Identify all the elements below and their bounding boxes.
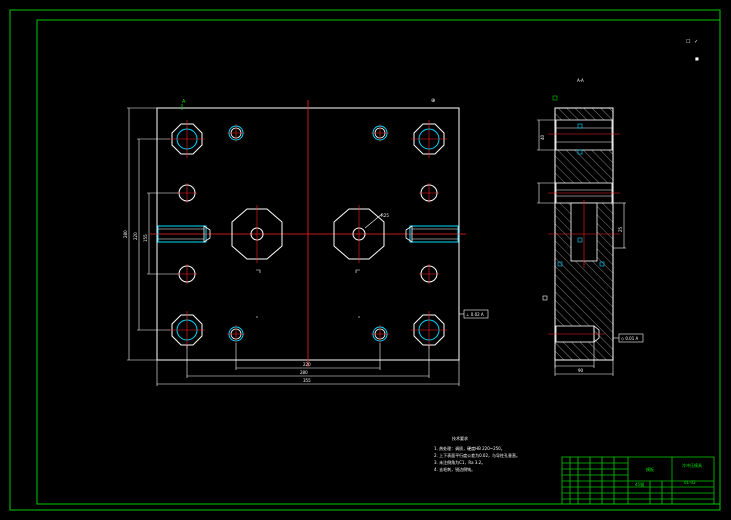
guide-hole-top-right xyxy=(411,120,447,158)
svg-text:■: ■ xyxy=(695,56,699,61)
svg-text:⊥ 0.02 A: ⊥ 0.02 A xyxy=(466,312,484,317)
guide-hole-top-left xyxy=(169,120,205,158)
side-hole-left xyxy=(157,225,211,243)
notes-line-1: 1. 热处理：调质，硬度HB 220~250。 xyxy=(434,445,505,451)
title-part-name: 模板 xyxy=(646,466,654,472)
roughness-symbol: ☐ ✓ ■ xyxy=(686,39,699,61)
horizontal-dimensions xyxy=(156,343,460,386)
screw-hole-4 xyxy=(419,264,439,284)
dim-total-width: 355 xyxy=(303,378,311,383)
side-hole-right xyxy=(405,225,459,243)
notes-line-3: 3. 未注倒角为C1，Ra 3.2。 xyxy=(434,459,485,465)
inner-frame xyxy=(36,19,721,505)
front-view: A ⊕ xyxy=(123,98,489,386)
dim-section-bottom: 90 xyxy=(578,368,584,373)
pin-hole-2 xyxy=(371,124,389,142)
title-block xyxy=(561,456,715,505)
cut-marker-a: A xyxy=(182,99,186,105)
pin-hole-3 xyxy=(227,325,245,343)
dim-inner-width: 280 xyxy=(300,370,308,375)
svg-text:✓: ✓ xyxy=(694,39,698,45)
vertical-dimensions xyxy=(127,107,178,361)
title-material: 45钢 xyxy=(635,481,644,487)
pin-hole-1 xyxy=(227,124,245,142)
punch-hole-right: R25 xyxy=(333,205,389,263)
dim-height-outer: 280 xyxy=(123,230,128,238)
dim-section-thickness: 40 xyxy=(540,134,545,140)
svg-text:◇ 0.01 A: ◇ 0.01 A xyxy=(621,336,639,341)
guide-hole-bottom-right xyxy=(411,311,447,349)
notes-line-4: 4. 去毛刺，锐边倒钝。 xyxy=(434,466,475,472)
svg-text:☐: ☐ xyxy=(686,39,690,45)
screw-hole-2 xyxy=(419,183,439,203)
svg-text:R25: R25 xyxy=(381,213,389,218)
punch-hole-left xyxy=(231,205,283,263)
title-drawing-no: 01-02 xyxy=(684,480,696,485)
center-marker: ⊕ xyxy=(431,98,435,104)
dim-height-mid: 220 xyxy=(133,232,138,240)
title-school: 冷冲压模具 xyxy=(682,462,702,468)
datum-box-front: ⊥ 0.02 A xyxy=(459,309,489,319)
technical-notes: 技术要求 1. 热处理：调质，硬度HB 220~250。 2. 上下表面平行度公… xyxy=(434,435,520,472)
dim-height-inner: 155 xyxy=(143,234,148,242)
screw-hole-1 xyxy=(177,183,197,203)
section-view: A-A xyxy=(537,78,644,376)
dim-section-right: 25 xyxy=(618,226,623,232)
datum-box-section: ◇ 0.01 A xyxy=(613,333,644,343)
notes-title: 技术要求 xyxy=(452,435,468,441)
dim-hole-span: 220 xyxy=(303,362,311,367)
pin-hole-4 xyxy=(371,325,389,343)
notes-line-2: 2. 上下表面平行度公差为0.02，与导柱孔垂直。 xyxy=(434,452,520,458)
section-label: A-A xyxy=(577,78,584,83)
guide-hole-bottom-left xyxy=(169,311,205,349)
screw-hole-3 xyxy=(177,264,197,284)
